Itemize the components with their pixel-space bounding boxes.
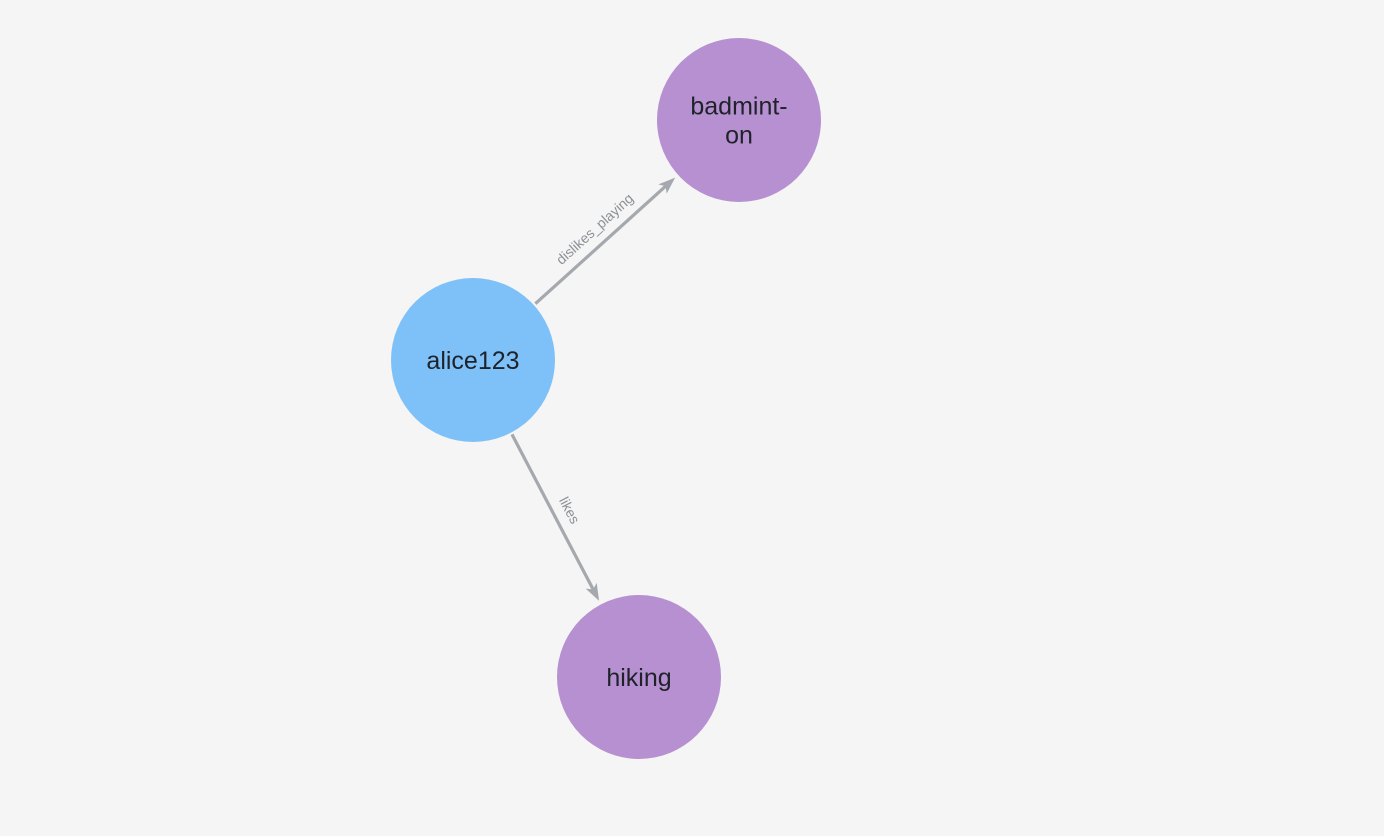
node-circle [557,595,721,759]
node-hiking[interactable]: hiking [557,595,721,759]
arrowhead-icon [658,177,676,194]
node-circle [391,278,555,442]
edge-line [510,433,596,592]
node-alice123[interactable]: alice123 [391,278,555,442]
node-label: badmint-on [690,93,787,150]
edge-label: likes [556,494,583,526]
edge-line [534,184,668,305]
node-badminton[interactable]: badmint-on [657,38,821,202]
node-label: hiking [606,664,671,692]
edge-dislikes-playing[interactable]: dislikes_playing [534,177,676,305]
edge-label: dislikes_playing [553,190,637,268]
arrowhead-icon [585,582,600,601]
node-label: alice123 [426,347,519,375]
node-circle [657,38,821,202]
edge-likes[interactable]: likes [510,433,600,601]
